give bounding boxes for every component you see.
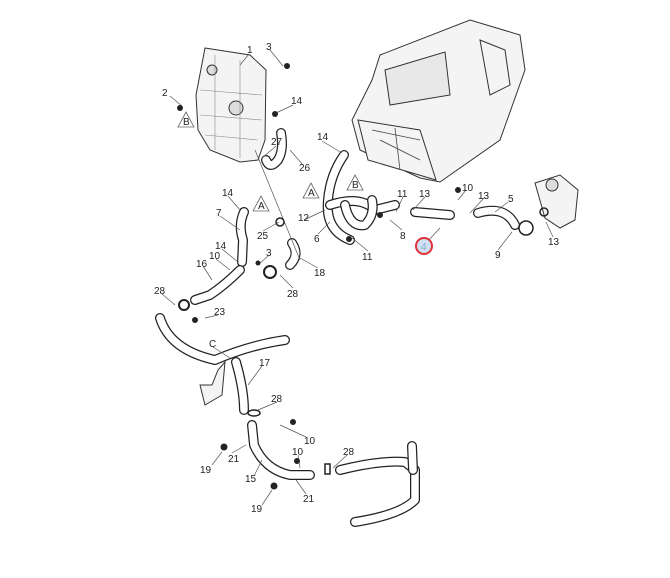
callout[interactable]: 1 <box>247 45 253 56</box>
hoses <box>155 128 520 527</box>
callout[interactable]: 28 <box>271 394 283 405</box>
callout-highlighted[interactable]: 4 <box>421 242 427 253</box>
callout[interactable]: 14 <box>215 241 227 252</box>
callout[interactable]: 26 <box>299 163 311 174</box>
water-valve <box>534 174 579 229</box>
fasteners <box>177 63 549 490</box>
callout[interactable]: 17 <box>259 358 271 369</box>
callout[interactable]: 21 <box>228 454 240 465</box>
callout[interactable]: 9 <box>495 250 501 261</box>
hvac-module <box>351 19 526 183</box>
callout[interactable]: 5 <box>508 194 514 205</box>
ref-mark-b <box>346 174 364 191</box>
ref-mark-label: B <box>352 180 359 191</box>
reference-marks: B A B A C <box>177 111 364 350</box>
callout[interactable]: 19 <box>200 465 212 476</box>
callout[interactable]: 13 <box>548 237 560 248</box>
callout[interactable]: 19 <box>251 504 263 515</box>
callout[interactable]: 21 <box>303 494 315 505</box>
callout[interactable]: 3 <box>266 42 272 53</box>
callout[interactable]: 10 <box>304 436 316 447</box>
callout[interactable]: 23 <box>214 307 226 318</box>
callout[interactable]: 10 <box>462 183 474 194</box>
callout[interactable]: 25 <box>257 231 269 242</box>
callout[interactable]: 3 <box>266 248 272 259</box>
callout[interactable]: 10 <box>292 447 304 458</box>
ref-mark-b <box>177 111 195 128</box>
callout[interactable]: 14 <box>291 96 303 107</box>
callout[interactable]: 15 <box>245 474 257 485</box>
callout[interactable]: 16 <box>196 259 208 270</box>
callout[interactable]: 11 <box>362 252 373 263</box>
ref-mark-a <box>302 182 320 199</box>
ref-mark-label: B <box>183 117 190 128</box>
callout[interactable]: 8 <box>400 231 406 242</box>
callout[interactable]: 28 <box>287 289 299 300</box>
callout[interactable]: 27 <box>271 137 283 148</box>
ref-mark-label: C <box>209 339 216 350</box>
callout[interactable]: 28 <box>343 447 355 458</box>
callout[interactable]: 14 <box>222 188 234 199</box>
callout[interactable]: 18 <box>314 268 326 279</box>
callout[interactable]: 6 <box>314 234 320 245</box>
callout[interactable]: 7 <box>216 208 222 219</box>
callout[interactable]: 11 <box>397 189 408 200</box>
callout[interactable]: 28 <box>154 286 166 297</box>
ref-mark-label: A <box>258 201 265 212</box>
callout[interactable]: 13 <box>478 191 490 202</box>
ref-mark-label: A <box>308 188 315 199</box>
callout[interactable]: 12 <box>298 213 310 224</box>
callout[interactable]: 13 <box>419 189 431 200</box>
coolant-reservoir <box>195 47 267 163</box>
ref-mark-a <box>252 195 270 212</box>
callout[interactable]: 10 <box>209 251 221 262</box>
callout[interactable]: 14 <box>317 132 329 143</box>
callout-numbers: 1 3 2 14 27 26 14 11 13 10 13 5 14 7 12 … <box>154 42 560 515</box>
highlighted-callout-ring[interactable] <box>415 237 433 255</box>
callout[interactable]: 2 <box>162 88 168 99</box>
